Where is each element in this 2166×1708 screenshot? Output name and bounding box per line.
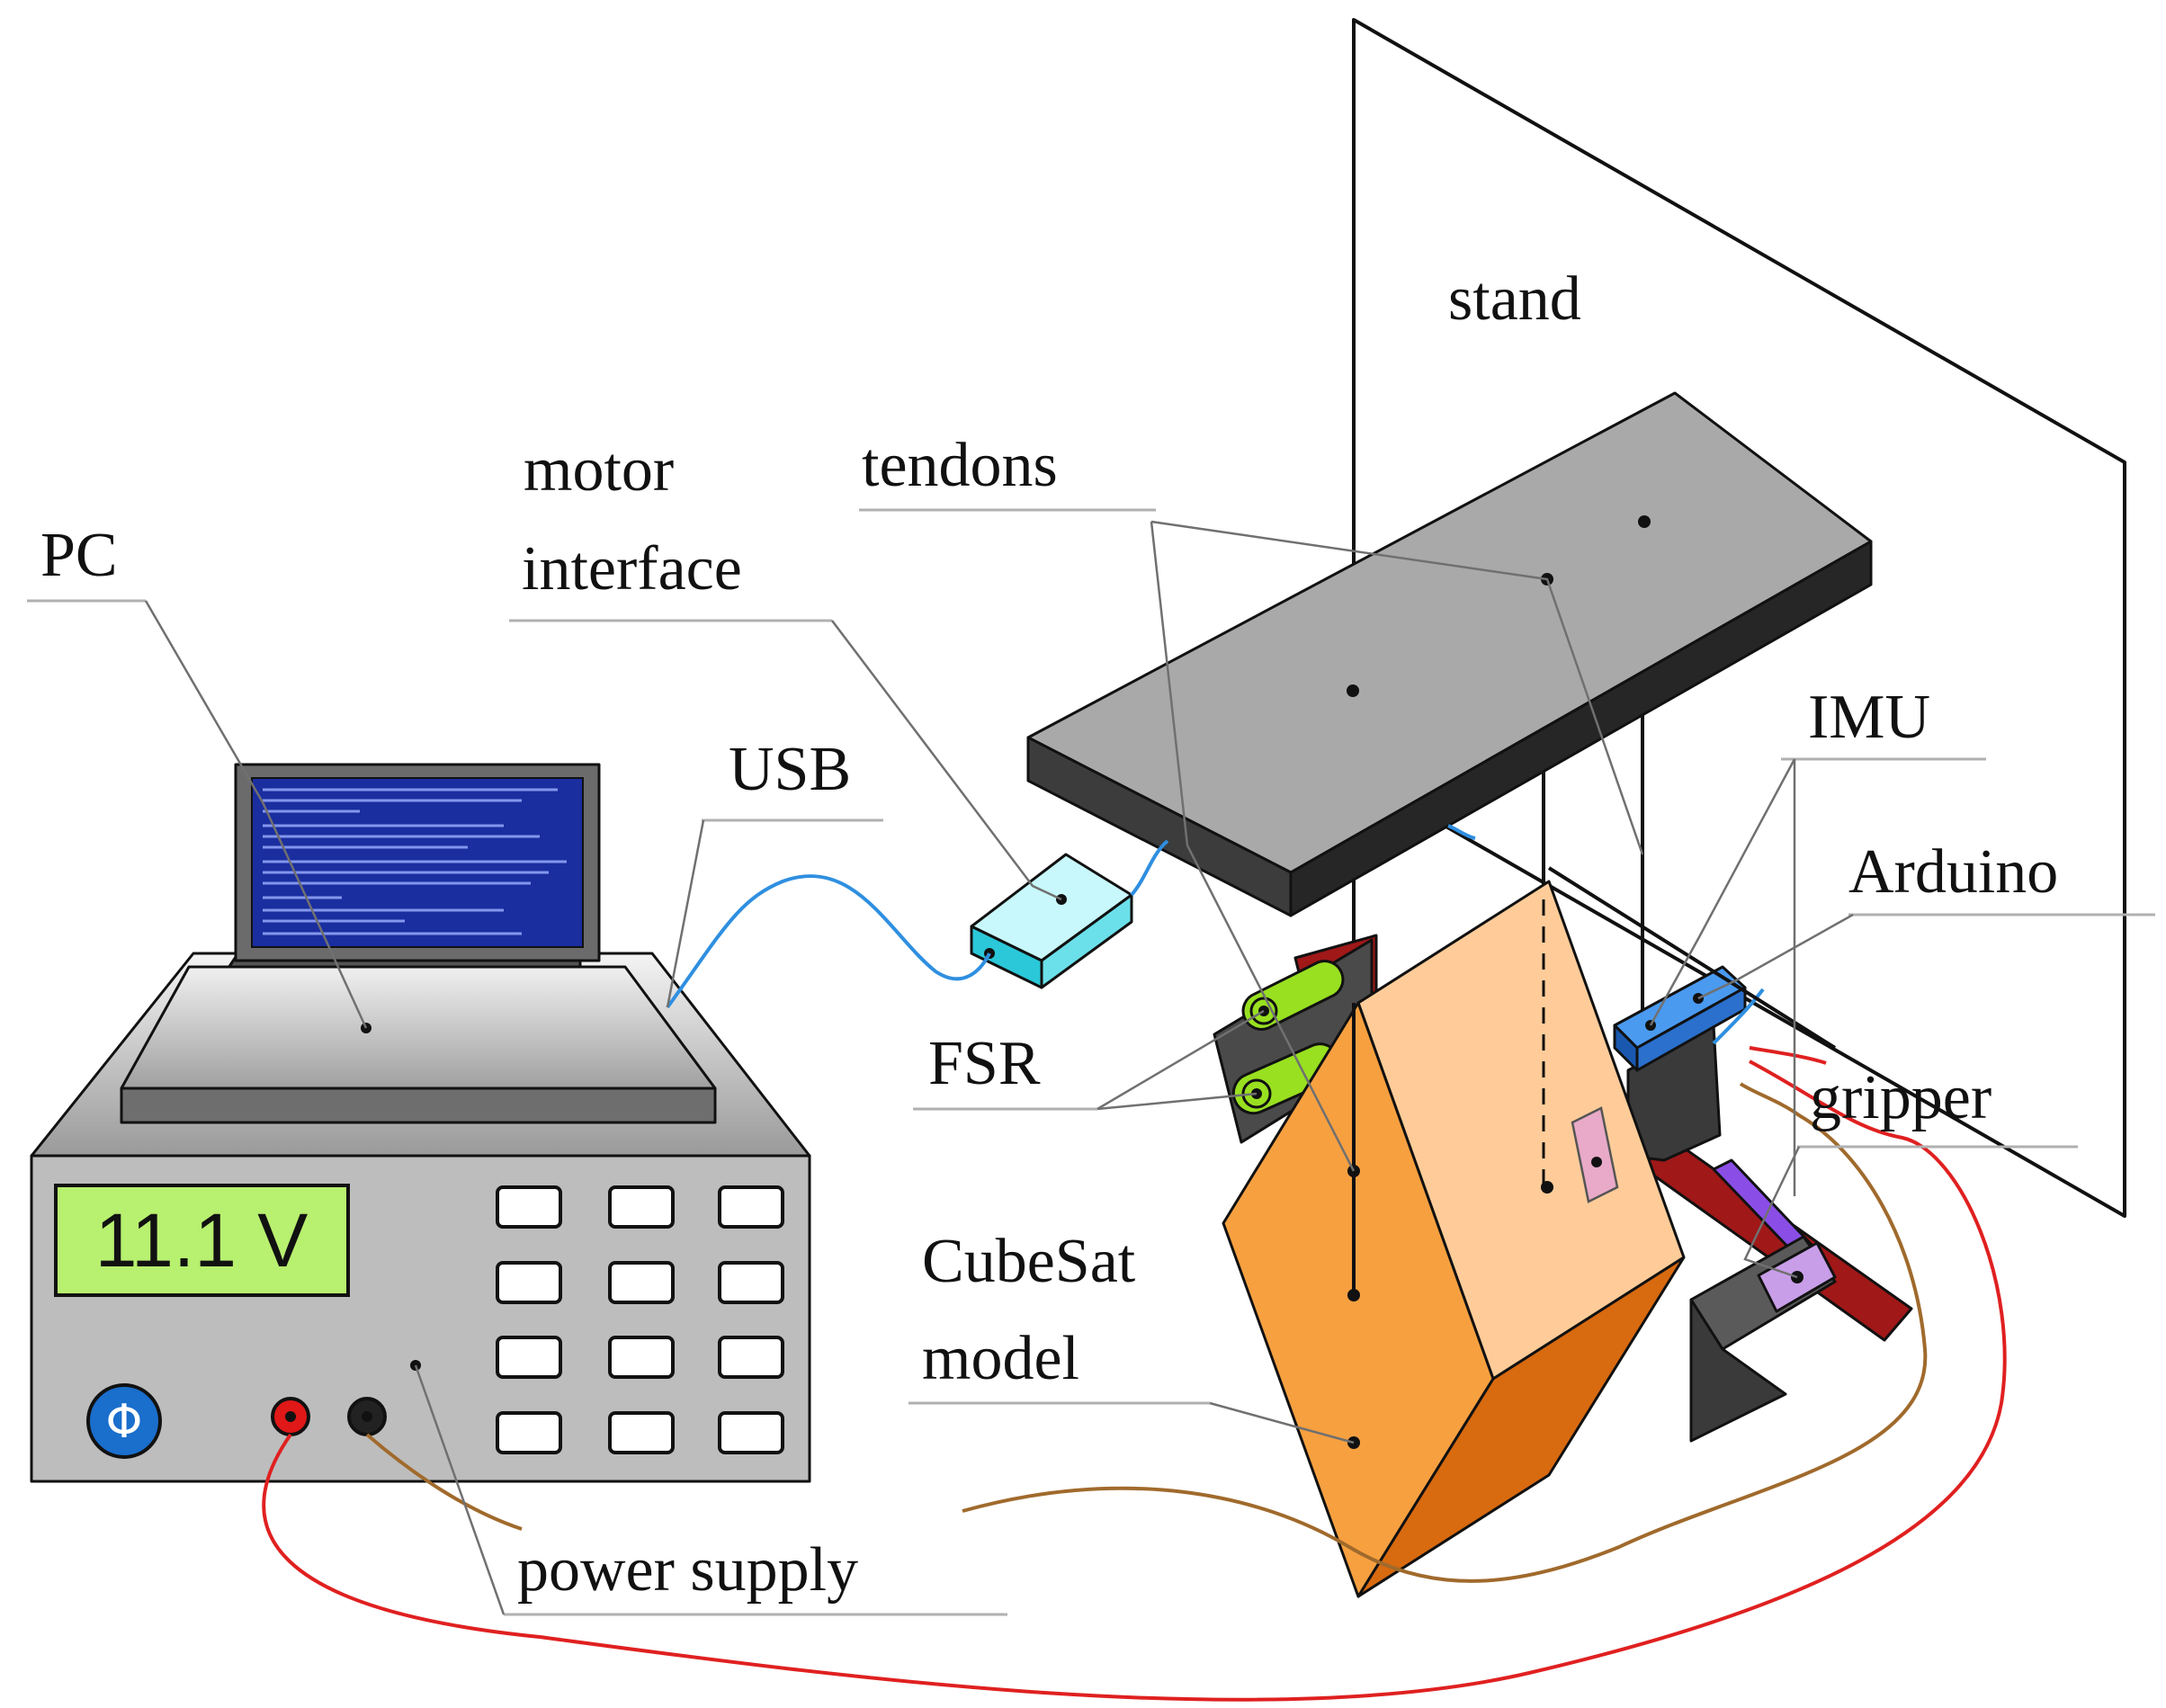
imu-cable <box>1712 988 1765 1045</box>
label-tendons: tendons <box>862 431 1058 500</box>
usb-cable <box>666 874 991 1009</box>
label-stand: stand <box>1448 264 1581 334</box>
stand-front-edge <box>1547 866 1837 1050</box>
label-cubesat: CubeSat <box>922 1227 1136 1296</box>
label-pc: PC <box>40 521 118 590</box>
power-button-icon <box>86 1383 162 1459</box>
brown-power-wire <box>365 1082 1928 1583</box>
red-power-wire <box>262 1060 2007 1702</box>
labels: stand tendons motor interface PC USB IMU… <box>40 264 2058 1605</box>
label-gripper: gripper <box>1810 1063 1991 1132</box>
gripper-assembly <box>1624 1136 1913 1443</box>
label-fsr: FSR <box>928 1029 1041 1098</box>
motor-interface-box <box>970 853 1133 989</box>
red-wire-stub <box>1749 1046 1827 1065</box>
voltage-readout: 11.1 V <box>95 1198 309 1283</box>
screen-text-lines <box>263 788 567 935</box>
label-power-supply: power supply <box>517 1535 858 1605</box>
power-button-symbol: Φ <box>106 1395 143 1449</box>
laptop-pc <box>120 763 717 1124</box>
motor-tendon-cable <box>1130 839 1169 897</box>
label-interface: interface <box>522 534 742 604</box>
label-leaders <box>27 508 2155 1616</box>
label-arduino: Arduino <box>1848 837 2058 907</box>
cubesat-model <box>1222 880 1686 1598</box>
plate-cable <box>1447 824 1476 840</box>
label-model: model <box>922 1324 1079 1393</box>
top-plate <box>1026 391 1873 917</box>
label-usb: USB <box>729 735 851 804</box>
label-motor: motor <box>524 435 674 505</box>
keypad <box>496 1185 784 1454</box>
voltage-display <box>54 1184 350 1297</box>
label-imu: IMU <box>1808 683 1930 752</box>
